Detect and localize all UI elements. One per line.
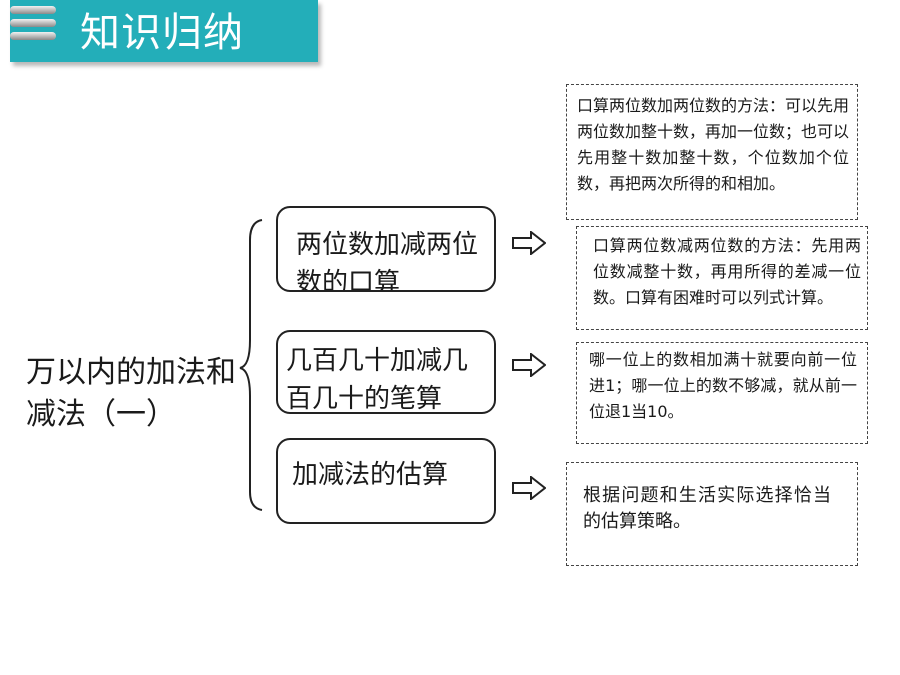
topic-box-written-calculation: 几百几十加减几百几十的笔算 [276, 330, 496, 414]
topic-label: 两位数加减两位数的口算 [296, 230, 479, 292]
topic-label: 几百几十加减几百几十的笔算 [286, 346, 469, 414]
topic-box-oral-calculation: 两位数加减两位数的口算 [276, 206, 496, 292]
header-banner: 知识归纳 [10, 0, 318, 62]
note-text: 根据问题和生活实际选择恰当的估算策略。 [583, 485, 831, 532]
note-carry-borrow: 哪一位上的数相加满十就要向前一位进1；哪一位上的数不够减，就从前一位退1当10。 [576, 342, 868, 444]
page-title: 知识归纳 [80, 10, 244, 56]
root-concept: 万以内的加法和减法（一） [26, 355, 236, 432]
note-subtraction-method: 口算两位数减两位数的方法：先用两位数减整十数，再用所得的差减一位数。口算有困难时… [576, 226, 868, 330]
right-arrow-icon [512, 353, 546, 377]
topic-label: 加减法的估算 [292, 460, 449, 490]
note-estimation-strategy: 根据问题和生活实际选择恰当的估算策略。 [566, 462, 858, 566]
note-text: 哪一位上的数相加满十就要向前一位进1；哪一位上的数不够减，就从前一位退1当10。 [589, 350, 857, 421]
topic-box-estimation: 加减法的估算 [276, 438, 496, 524]
binder-rings-icon [10, 6, 56, 46]
right-arrow-icon [512, 476, 546, 500]
note-text: 口算两位数加两位数的方法：可以先用两位数加整十数，再加一位数；也可以先用整十数加… [577, 96, 850, 193]
right-arrow-icon [512, 231, 546, 255]
note-addition-method: 口算两位数加两位数的方法：可以先用两位数加整十数，再加一位数；也可以先用整十数加… [566, 84, 858, 220]
note-text: 口算两位数减两位数的方法：先用两位数减整十数，再用所得的差减一位数。口算有困难时… [593, 236, 861, 307]
